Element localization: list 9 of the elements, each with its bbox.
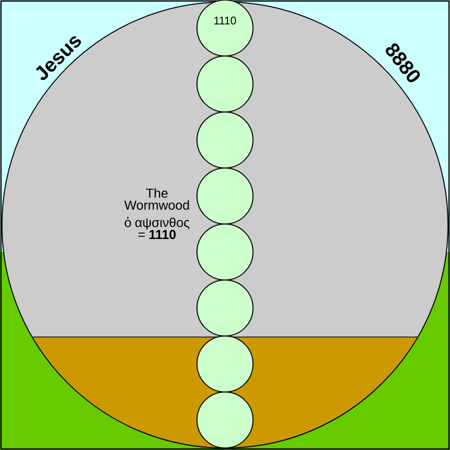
circle — [196, 336, 254, 392]
circle — [196, 56, 254, 112]
formula-text: ὁ αψσινθος = 1110 — [124, 216, 190, 240]
caption-text: The Wormwood — [124, 188, 189, 210]
circle — [196, 224, 254, 280]
circle — [196, 280, 254, 336]
circle — [196, 168, 254, 224]
circle — [196, 112, 254, 168]
circle — [196, 392, 254, 448]
